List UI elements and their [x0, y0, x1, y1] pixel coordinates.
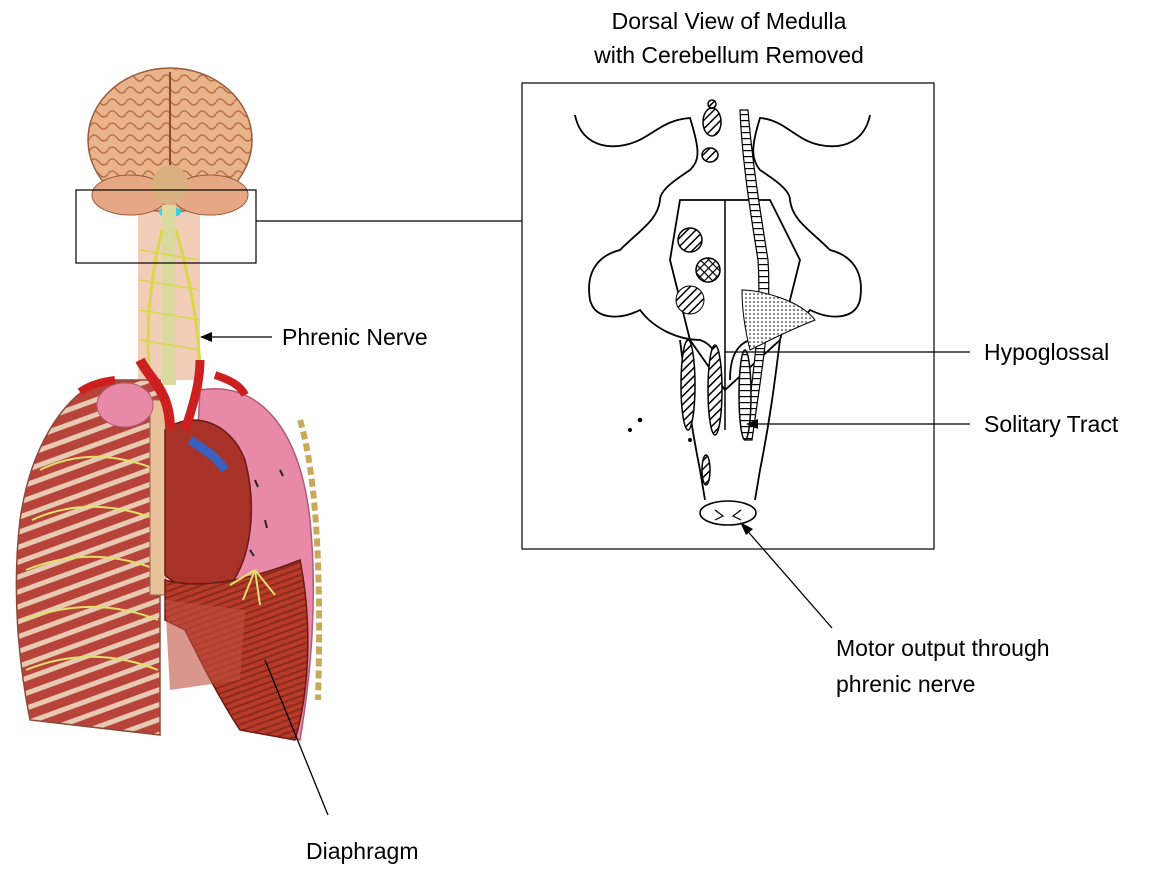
panel-title-line-2: with Cerebellum Removed [522, 40, 936, 70]
sternum [150, 400, 166, 595]
anatomy-illustration [16, 68, 319, 740]
brain [88, 68, 252, 216]
motor-output-label-line-2: phrenic nerve [836, 670, 975, 698]
heart [165, 420, 251, 590]
medulla-panel [522, 83, 934, 549]
hypoglossal-label: Hypoglossal [984, 338, 1109, 366]
panel-title-line-1: Dorsal View of Medulla [522, 6, 936, 36]
diaphragm-label: Diaphragm [306, 837, 419, 865]
solitary-tract-label: Solitary Tract [984, 410, 1118, 438]
motor-output-label-line-1: Motor output through [836, 634, 1050, 662]
phrenic-nerve-label: Phrenic Nerve [282, 323, 428, 351]
